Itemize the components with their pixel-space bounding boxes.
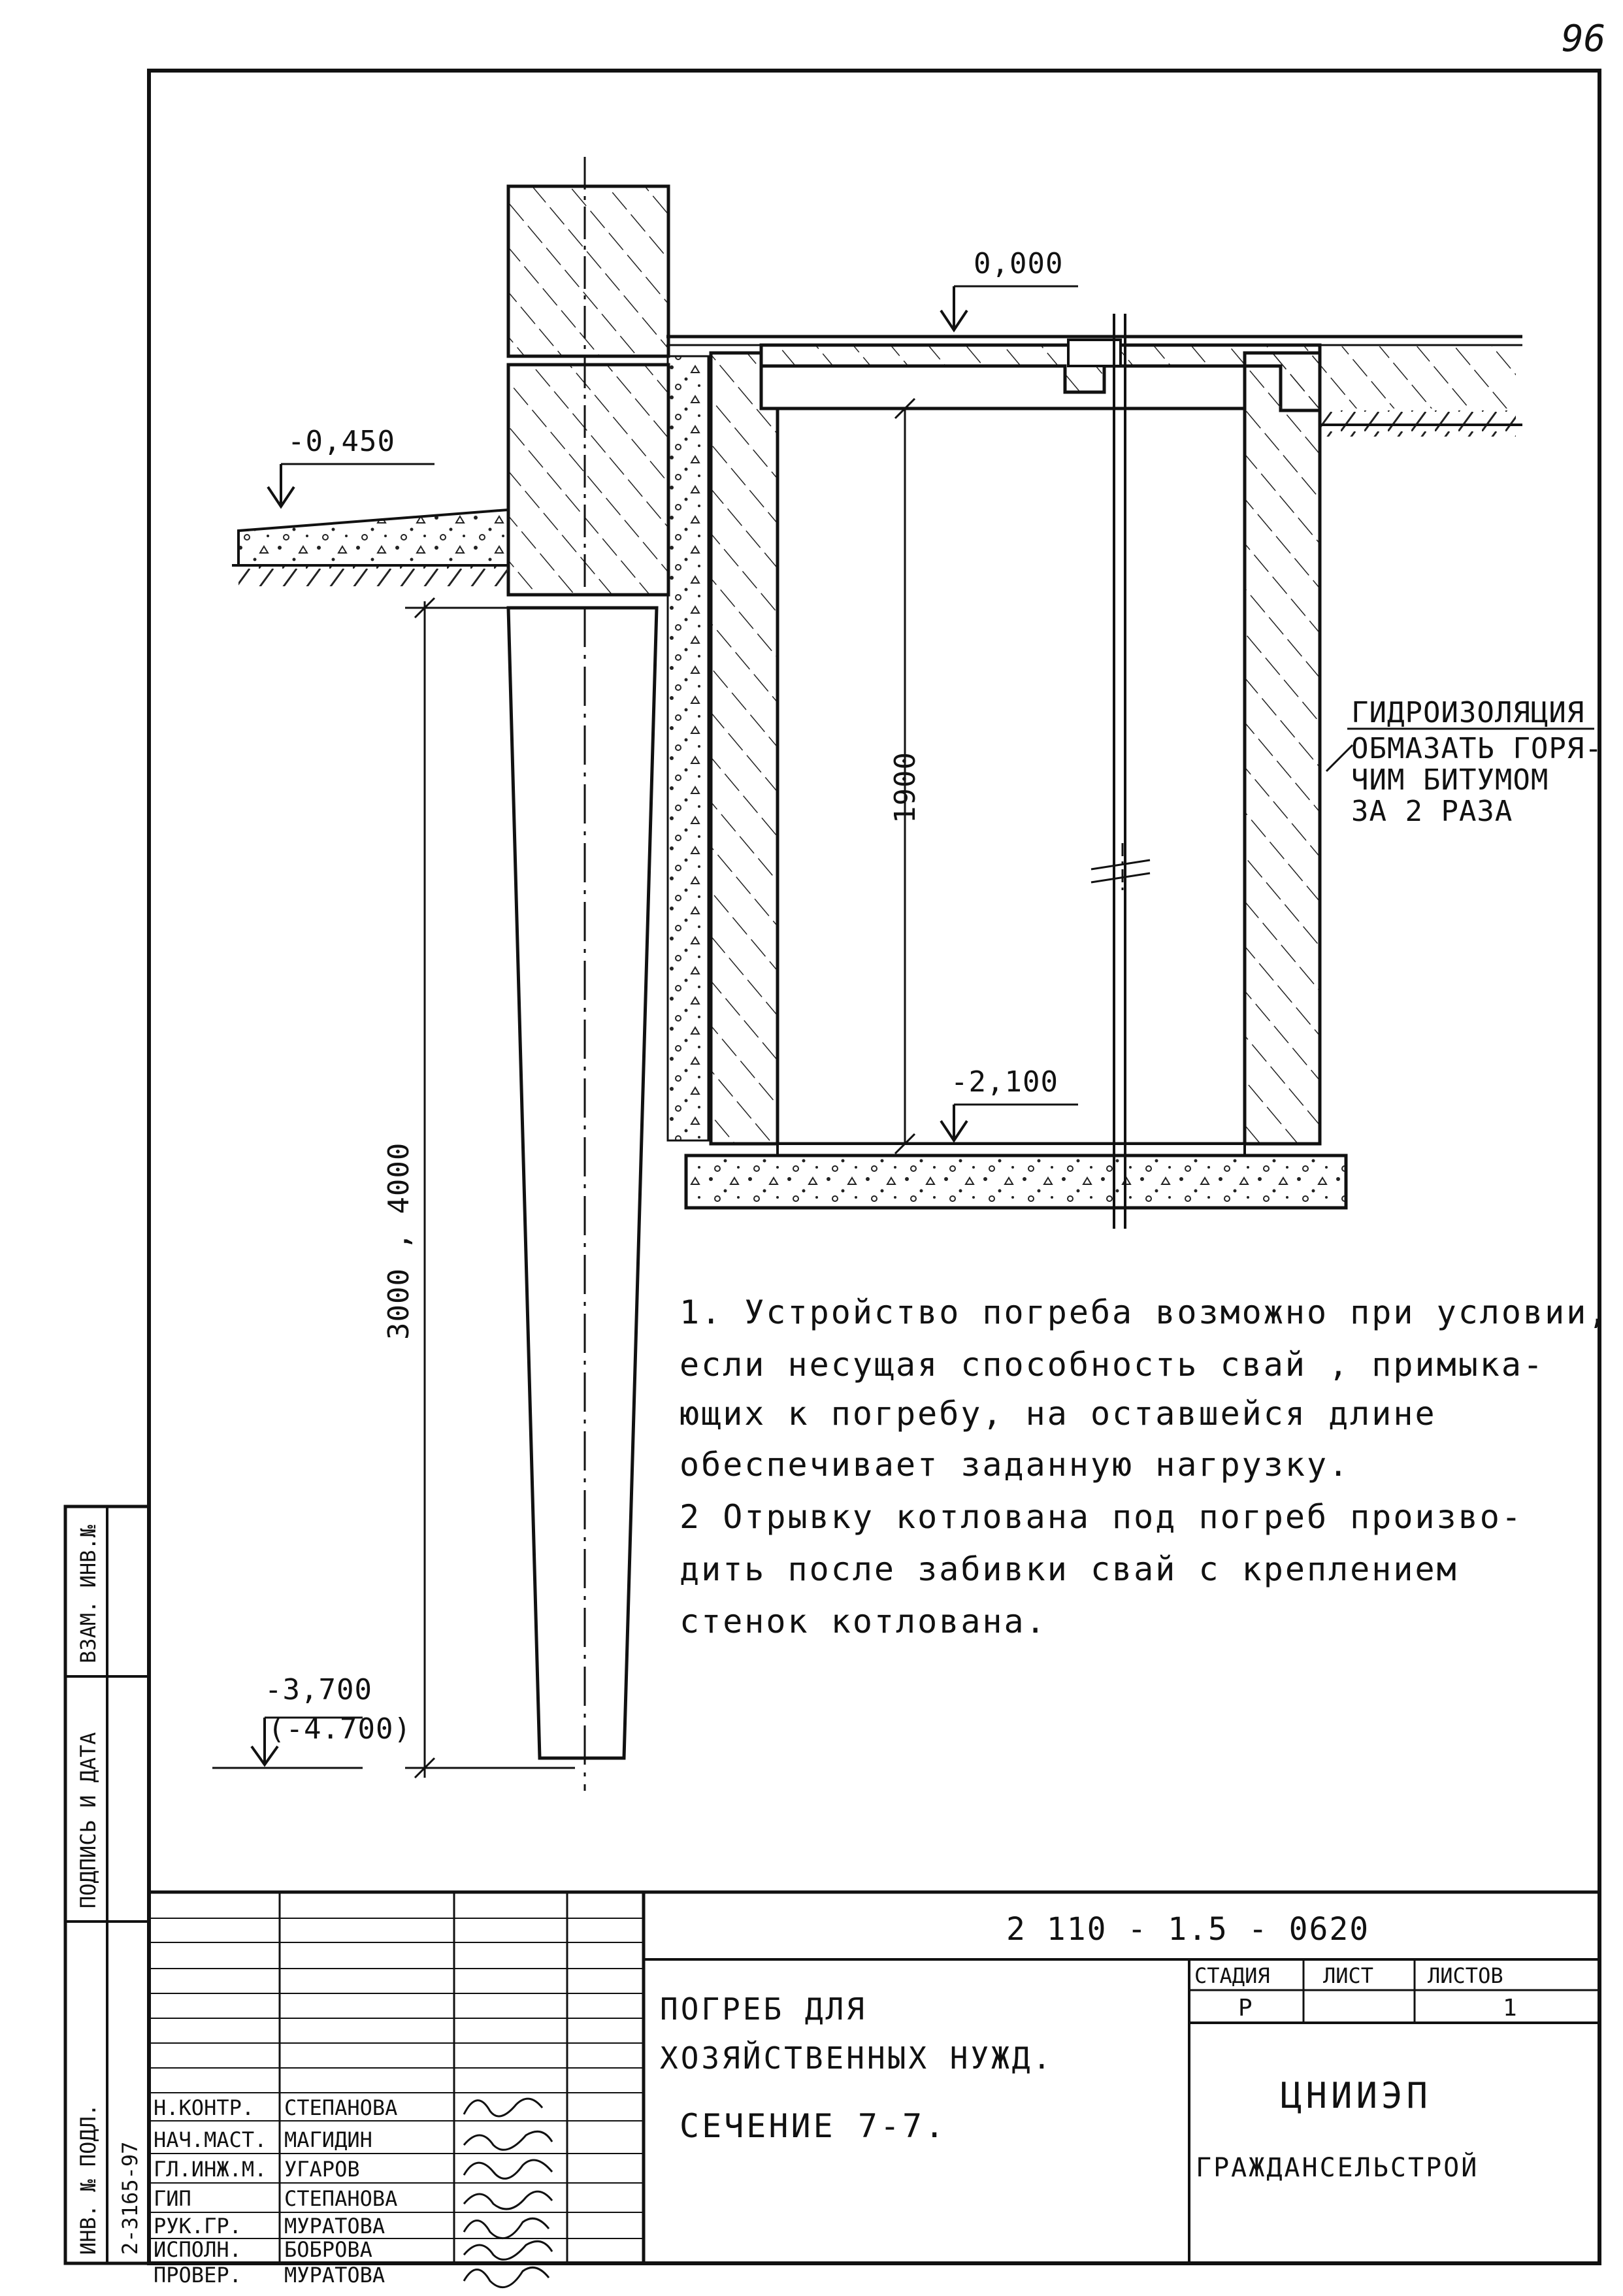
- sheets-header: ЛИСТОВ: [1428, 1963, 1503, 1988]
- stamp-label-replacement: ВЗАМ. ИНВ.№: [76, 1524, 101, 1663]
- name-2: МАГИДИН: [284, 2127, 372, 2152]
- stage-header: СТАДИЯ: [1194, 1963, 1270, 1988]
- ground-hatch-left: [238, 565, 508, 586]
- sheets-value: 1: [1503, 1995, 1517, 2021]
- cover-slab: [759, 343, 1322, 412]
- signature-3: [463, 2159, 553, 2180]
- elevation-floor: 0,000: [974, 247, 1063, 280]
- waterproofing-line-1: ОБМАЗАТЬ ГОРЯ-: [1351, 732, 1603, 765]
- hatch-opening: [1067, 339, 1122, 367]
- signature-4: [463, 2190, 553, 2210]
- page-number: 96: [1562, 18, 1605, 60]
- role-5: РУК.ГР.: [154, 2214, 242, 2238]
- name-6: БОБРОВА: [284, 2237, 372, 2262]
- elevation-ground: -0,450: [287, 425, 395, 458]
- signature-5: [463, 2217, 550, 2239]
- backfill: [666, 355, 710, 1142]
- stamp-inventory-number: 2-3165-97: [118, 2142, 142, 2255]
- role-3: ГЛ.ИНЖ.М.: [154, 2157, 267, 2182]
- instruction-line-7: стенок котлована.: [680, 1603, 1047, 1640]
- stamp-label-inventory: ИНВ. № ПОДЛ.: [76, 2104, 101, 2255]
- waterproofing-title: ГИДРОИЗОЛЯЦИЯ: [1351, 696, 1584, 729]
- elevation-cellar-floor: -2,100: [951, 1065, 1058, 1099]
- name-3: УГАРОВ: [284, 2157, 360, 2182]
- wall-grillage: [506, 363, 670, 597]
- signature-7: [463, 2266, 550, 2288]
- waterproofing-line-2: ЧИМ БИТУМОМ: [1351, 763, 1549, 797]
- elevation-pile-tip-alt: (-4.700): [268, 1712, 412, 1746]
- name-5: МУРАТОВА: [284, 2214, 385, 2238]
- role-2: НАЧ.МАСТ.: [154, 2127, 267, 2152]
- title-line-1: ПОГРЕБ ДЛЯ: [660, 1991, 867, 2027]
- instruction-line-5: 2 Отрывку котлована под погреб произво-: [680, 1498, 1523, 1536]
- document-code: 2 110 - 1.5 - 0620: [1006, 1911, 1369, 1948]
- wall-upper: [506, 184, 670, 358]
- signature-2: [463, 2130, 553, 2151]
- name-4: СТЕПАНОВА: [284, 2186, 397, 2211]
- instruction-line-2: если несущая способность свай , примыка-: [680, 1346, 1545, 1384]
- name-1: СТЕПАНОВА: [284, 2095, 397, 2120]
- title-line-2: ХОЗЯЙСТВЕННЫХ НУЖД.: [660, 2040, 1053, 2076]
- instruction-line-1: 1. Устройство погреба возможно при услов…: [680, 1293, 1609, 1331]
- organization: ЦНИИЭП: [1281, 2075, 1432, 2116]
- dim-pile-length: 3000 , 4000: [382, 1142, 416, 1340]
- section-label: СЕЧЕНИЕ 7-7.: [680, 2107, 947, 2145]
- stage-value: Р: [1238, 1995, 1253, 2021]
- instruction-line-6: дить после забивки свай с креплением: [680, 1550, 1458, 1588]
- floor-joist-right: [1320, 346, 1516, 408]
- elevation-pile-tip: -3,700: [265, 1673, 372, 1706]
- cellar-base-slab: [684, 1154, 1348, 1210]
- dim-cellar-height: 1900: [889, 752, 922, 824]
- name-7: МУРАТОВА: [284, 2263, 385, 2288]
- role-6: ИСПОЛН.: [154, 2237, 242, 2262]
- cellar-wall-left: [709, 351, 779, 1146]
- sheet-frame: [147, 69, 1601, 2265]
- role-7: ПРОВЕР.: [154, 2263, 242, 2288]
- pile: [506, 606, 659, 1760]
- cellar-wall-right: [1243, 351, 1322, 1146]
- sheet-header: ЛИСТ: [1323, 1963, 1373, 1988]
- side-stamp: ВЗАМ. ИНВ.№ ПОДПИСЬ И ДАТА ИНВ. № ПОДЛ. …: [63, 1505, 151, 2265]
- blind-area: [237, 508, 510, 567]
- stamp-label-signature: ПОДПИСЬ И ДАТА: [76, 1732, 101, 1908]
- role-1: Н.КОНТР.: [154, 2095, 254, 2120]
- signature-6: [463, 2240, 553, 2261]
- title-block: Н.КОНТР. СТЕПАНОВА НАЧ.МАСТ. МАГИДИН ГЛ.…: [149, 1890, 1599, 2288]
- cellar-cavity: [776, 407, 1247, 1146]
- organization-sub: ГРАЖДАНСЕЛЬСТРОЙ: [1196, 2152, 1479, 2183]
- role-4: ГИП: [154, 2186, 191, 2211]
- waterproofing-line-3: ЗА 2 РАЗА: [1351, 795, 1513, 828]
- signature-1: [463, 2097, 544, 2118]
- instruction-line-4: обеспечивает заданную нагрузку.: [680, 1446, 1350, 1484]
- cellar-floor-screed: [776, 1142, 1246, 1157]
- instruction-line-3: ющих к погребу, на оставшейся длине: [680, 1395, 1437, 1433]
